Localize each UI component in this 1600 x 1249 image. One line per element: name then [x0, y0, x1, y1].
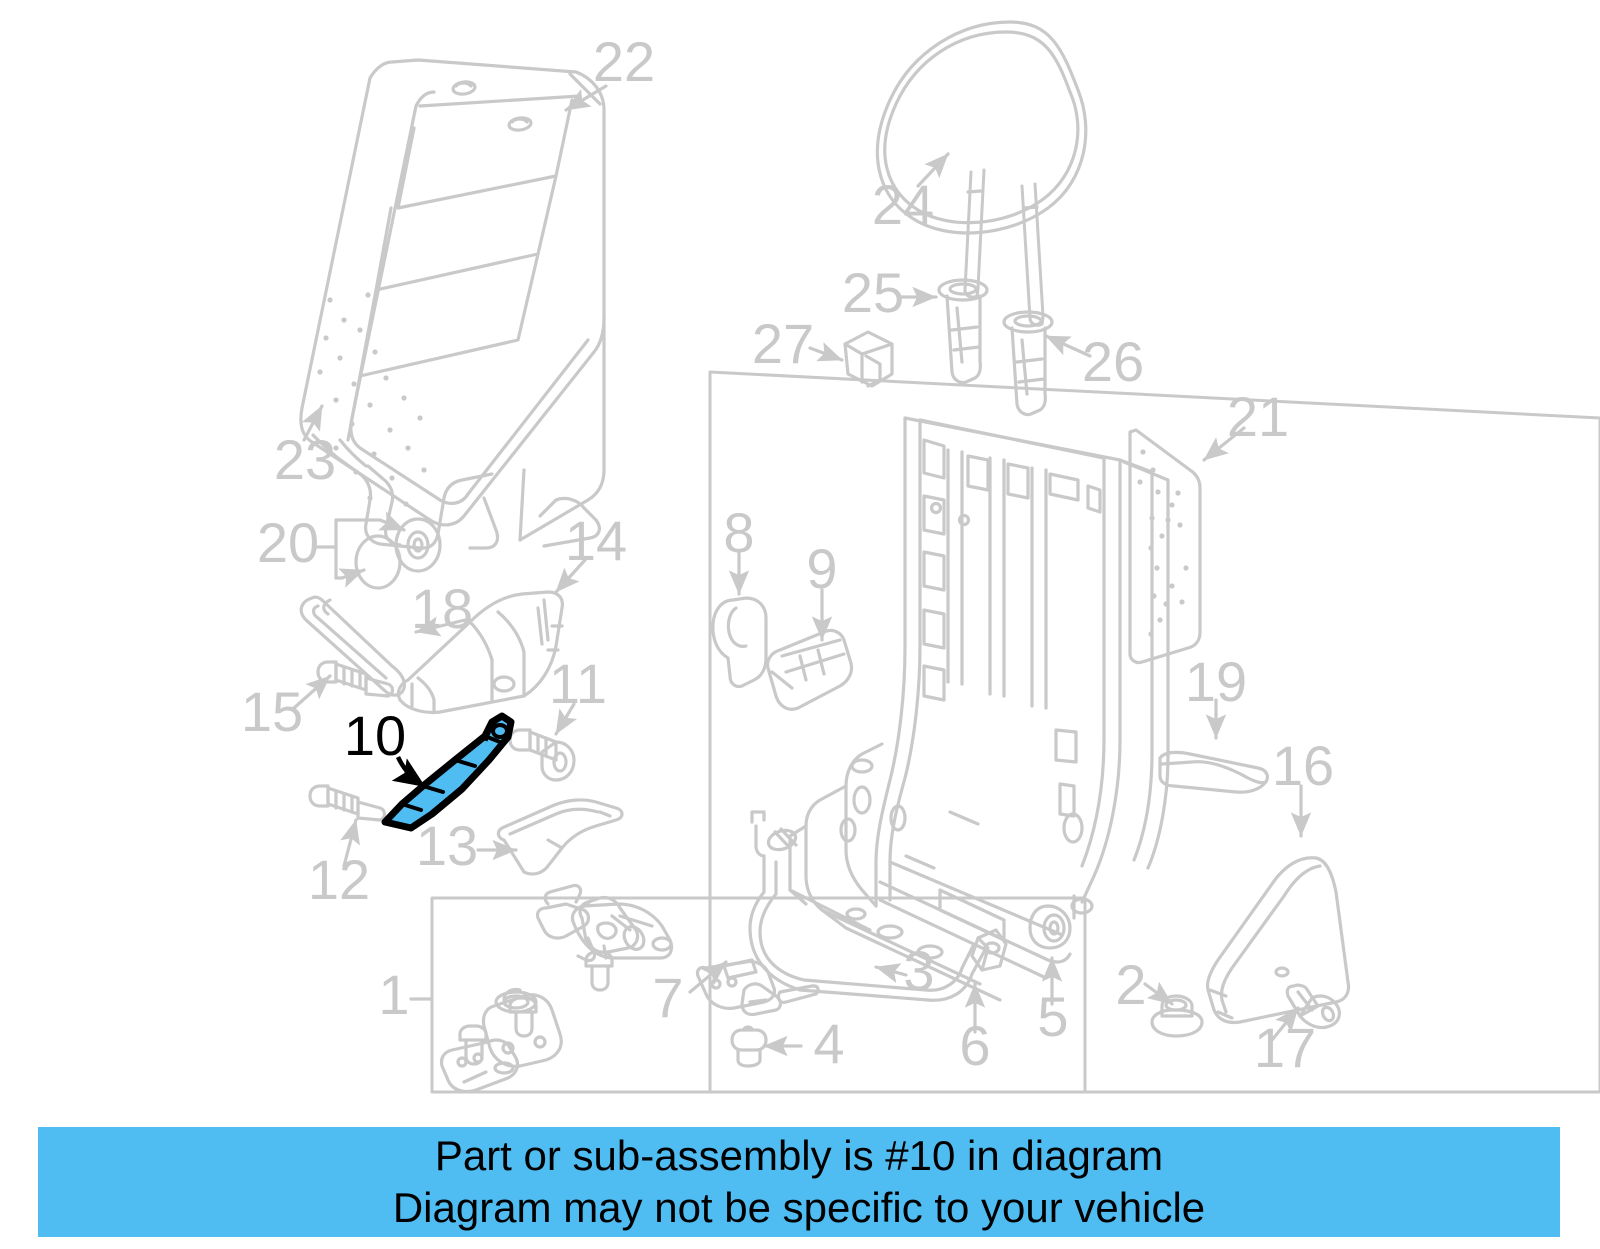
part-trim-strip	[1158, 750, 1269, 794]
callout-label-11: 11	[549, 652, 607, 715]
group-box-main	[708, 370, 1600, 1094]
callout-label-16: 16	[1272, 734, 1334, 797]
callout-label-27: 27	[752, 312, 814, 375]
callout-label-19: 19	[1185, 650, 1247, 713]
part-pivot-pin	[1285, 983, 1341, 1030]
callout-label-6: 6	[959, 1014, 990, 1077]
callout-label-21: 21	[1227, 385, 1289, 448]
callout-label-7: 7	[652, 966, 683, 1029]
callout-label-9: 9	[806, 537, 837, 600]
callout-label-15: 15	[241, 680, 303, 743]
callout-label-8: 8	[723, 501, 754, 564]
notice-banner: Part or sub-assembly is #10 in diagram D…	[38, 1127, 1560, 1237]
callout-label-14: 14	[565, 509, 627, 572]
part-hex-bolt-lower	[308, 784, 387, 822]
callout-label-3: 3	[903, 939, 934, 1002]
callout-label-4: 4	[813, 1012, 844, 1075]
part-headrest-guide-plain	[1002, 310, 1054, 417]
leader-26	[1044, 334, 1092, 358]
leader-21	[1202, 426, 1246, 462]
banner-line-2: Diagram may not be specific to your vehi…	[392, 1184, 1206, 1231]
part-cable-plunger	[543, 883, 646, 954]
part-cable-clip	[970, 928, 1008, 972]
leader-12	[340, 818, 360, 868]
part-grommet	[730, 1025, 768, 1068]
leader-18	[414, 616, 467, 637]
callout-label-5: 5	[1037, 985, 1068, 1048]
part-flange-nut	[1150, 994, 1204, 1038]
leader-20b	[338, 568, 366, 588]
diagram-linework	[292, 20, 1600, 1094]
part-seat-back-frame-pad	[311, 292, 494, 550]
callout-label-23: 23	[274, 428, 336, 491]
part-recliner-handle	[766, 628, 854, 711]
part-seat-back-frame-panel	[788, 416, 1170, 1002]
callout-label-26: 26	[1082, 330, 1144, 393]
part-wire-connector	[843, 330, 894, 388]
part-striker-bracket	[695, 958, 820, 1017]
part-hex-bolt-upper	[316, 660, 395, 698]
callout-label-12: 12	[308, 848, 370, 911]
leader-lines	[292, 84, 1312, 1057]
leader-3	[874, 963, 908, 983]
leader-11	[554, 702, 577, 736]
leader-23	[301, 404, 324, 442]
callout-label-24: 24	[872, 173, 934, 236]
leader-17	[1270, 1006, 1300, 1042]
part-seat-back-cushion	[299, 58, 606, 550]
callout-label-10: 10	[344, 704, 406, 767]
callout-label-17: 17	[1254, 1016, 1316, 1079]
part-trim-moulding	[496, 798, 624, 876]
callout-label-20: 20	[257, 511, 319, 574]
banner-line-1: Part or sub-assembly is #10 in diagram	[434, 1132, 1164, 1179]
part-hinge-bracket	[396, 590, 564, 715]
callout-label-18: 18	[411, 577, 473, 640]
leader-10	[391, 756, 426, 788]
part-shoulder-bolt	[508, 728, 576, 782]
part-pivot-cover	[711, 596, 768, 689]
leader-24	[916, 152, 950, 188]
part-headrest	[875, 20, 1088, 327]
callout-label-25: 25	[842, 261, 904, 324]
leader-22	[564, 84, 608, 112]
leader-20-bracket	[314, 518, 382, 580]
exploded-diagram-svg: 1234567891011121314151617181920212223242…	[241, 20, 1600, 1094]
part-headrest-guide-locking	[937, 278, 989, 385]
leader-20a	[378, 511, 406, 532]
callout-label-13: 13	[416, 814, 478, 877]
part-pull-strap	[299, 595, 406, 697]
callout-label-2: 2	[1115, 953, 1146, 1016]
callout-label-22: 22	[593, 30, 655, 93]
leader-2	[1143, 981, 1174, 1006]
callout-label-1: 1	[378, 963, 409, 1026]
part-side-shield-cover	[1205, 856, 1351, 1025]
leader-14	[554, 558, 587, 594]
leader-15	[292, 674, 332, 710]
part-perforated-trim-panel	[1128, 428, 1202, 665]
part-bushing	[1028, 904, 1072, 950]
leader-27	[808, 342, 844, 362]
part-release-cable	[748, 810, 988, 1002]
part-pivot-bushings	[354, 517, 442, 590]
part-gas-strut-damper-highlight	[381, 712, 515, 832]
leader-7	[688, 960, 728, 994]
